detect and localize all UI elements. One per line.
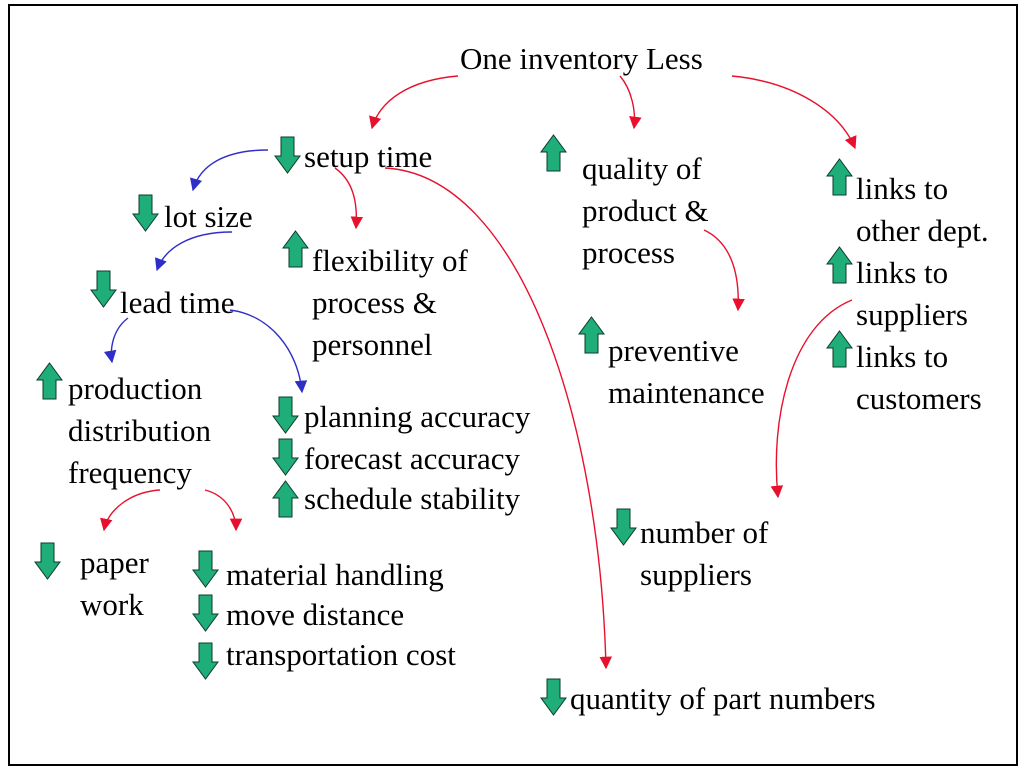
node-flexibility-line-1: flexibility of xyxy=(312,243,468,278)
decrease-arrow-icon xyxy=(272,438,299,476)
decrease-arrow-icon xyxy=(132,194,159,232)
link-setup-to-part-numbers xyxy=(384,167,613,670)
decrease-arrow-icon xyxy=(192,594,219,632)
increase-arrow-icon xyxy=(36,362,63,400)
decrease-arrow-icon xyxy=(540,678,567,716)
node-links-customers-line-1: links to xyxy=(856,339,949,374)
node-flexibility-line-3: personnel xyxy=(312,327,433,362)
link-setup-to-flexibility xyxy=(334,167,364,230)
decrease-arrow-icon xyxy=(192,642,219,680)
node-links-suppliers-line-1: links to xyxy=(856,255,949,290)
decrease-arrow-icon xyxy=(274,136,301,174)
increase-arrow-icon xyxy=(578,316,605,354)
node-schedule-stability: schedule stability xyxy=(304,481,521,516)
link-frequency-to-material-handling xyxy=(204,489,243,532)
link-quality-to-preventive xyxy=(703,229,745,312)
node-setup-time: setup time xyxy=(304,139,433,174)
increase-arrow-icon xyxy=(826,246,853,284)
link-title-to-links-dept xyxy=(731,75,857,150)
node-paper-work-line-1: paper xyxy=(80,545,149,580)
decrease-arrow-icon xyxy=(192,550,219,588)
node-quality-line-3: process xyxy=(582,235,675,270)
node-production-line-2: distribution xyxy=(68,413,211,448)
node-quality-line-1: quality of xyxy=(582,151,702,186)
node-preventive-line-2: maintenance xyxy=(608,375,765,410)
diagram-frame xyxy=(8,4,1018,766)
node-paper-work-line-2: work xyxy=(80,587,144,622)
node-links-dept-line-2: other dept. xyxy=(856,213,989,248)
increase-arrow-icon xyxy=(282,230,309,268)
node-number-suppliers-line-1: number of xyxy=(640,515,769,550)
node-links-suppliers-line-2: suppliers xyxy=(856,297,968,332)
node-production-line-1: production xyxy=(68,371,203,406)
node-preventive-line-1: preventive xyxy=(608,333,739,368)
node-production-line-3: frequency xyxy=(68,455,192,490)
node-flexibility-line-2: process & xyxy=(312,285,437,320)
increase-arrow-icon xyxy=(826,330,853,368)
node-links-dept-line-1: links to xyxy=(856,171,949,206)
increase-arrow-icon xyxy=(540,134,567,172)
node-links-customers-line-2: customers xyxy=(856,381,982,416)
node-planning-accuracy: planning accuracy xyxy=(304,399,531,434)
node-material-handling: material handling xyxy=(226,557,444,592)
diagram-title: One inventory Less xyxy=(460,41,703,76)
decrease-arrow-icon xyxy=(610,508,637,546)
node-number-suppliers-line-2: suppliers xyxy=(640,557,752,592)
node-transportation-cost: transportation cost xyxy=(226,637,456,672)
link-lead-time-to-planning xyxy=(229,309,308,394)
decrease-arrow-icon xyxy=(272,396,299,434)
decrease-arrow-icon xyxy=(34,542,61,580)
link-setup-to-lot-size xyxy=(190,149,269,192)
node-lead-time: lead time xyxy=(120,285,235,320)
link-title-to-quality xyxy=(619,75,642,130)
link-lead-time-to-production xyxy=(103,317,129,364)
node-move-distance: move distance xyxy=(226,597,405,632)
link-frequency-to-paper-work xyxy=(100,489,161,532)
link-title-to-setup-time xyxy=(369,75,459,130)
node-part-numbers: quantity of part numbers xyxy=(570,681,876,716)
node-quality-line-2: product & xyxy=(582,193,709,228)
node-forecast-accuracy: forecast accuracy xyxy=(304,441,520,476)
increase-arrow-icon xyxy=(272,480,299,518)
node-lot-size: lot size xyxy=(164,199,253,234)
decrease-arrow-icon xyxy=(90,270,117,308)
link-suppliers-to-number-suppliers xyxy=(770,299,853,499)
increase-arrow-icon xyxy=(826,158,853,196)
link-lot-size-to-lead-time xyxy=(154,231,233,272)
